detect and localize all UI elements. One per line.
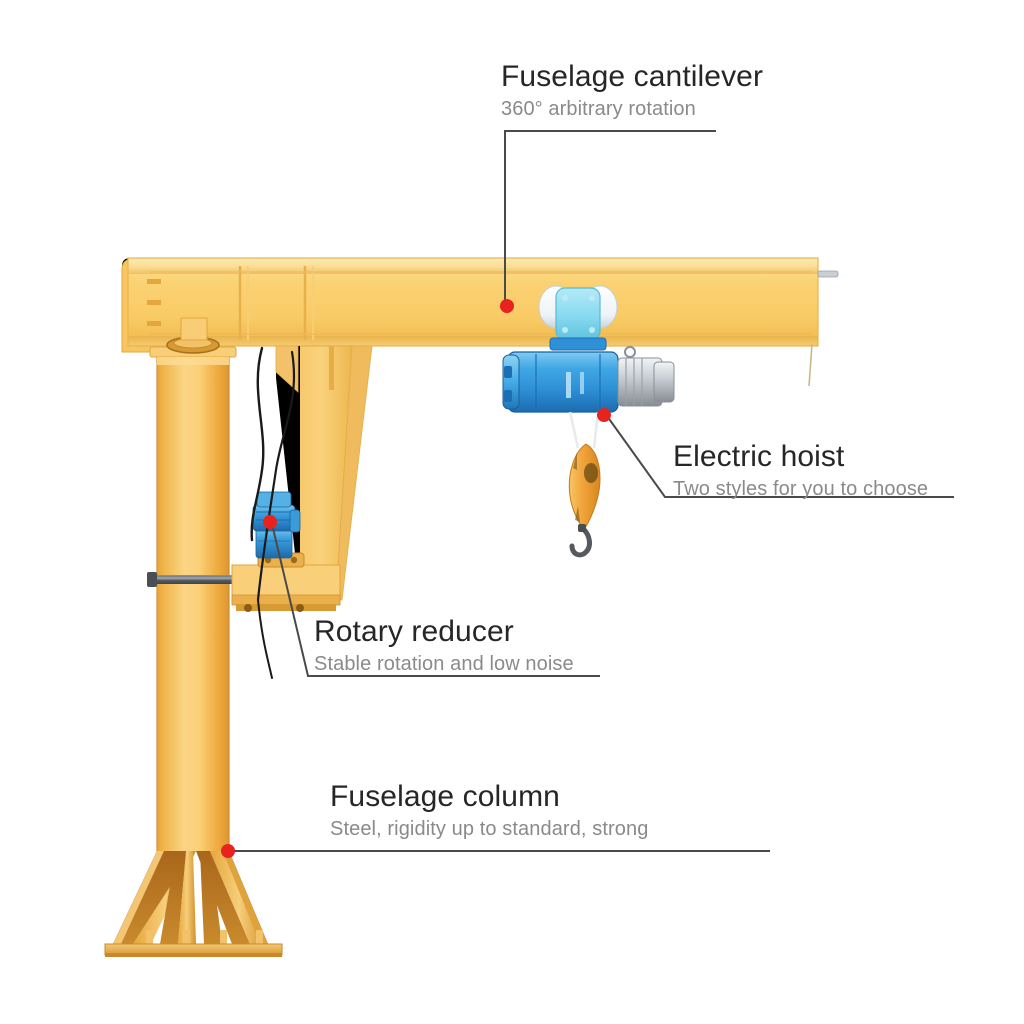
callout-title: Fuselage cantilever: [501, 60, 764, 93]
electric-hoist: [502, 285, 675, 558]
marker-cantilever: [500, 299, 514, 313]
callout-subtitle: Two styles for you to choose: [673, 477, 929, 500]
power-cable: [250, 346, 296, 679]
callout-rotary-reducer: Rotary reducer Stable rotation and low n…: [314, 615, 574, 676]
marker-reducer: [263, 515, 277, 529]
callout-subtitle: Stable rotation and low noise: [314, 652, 574, 675]
callout-title: Electric hoist: [673, 440, 845, 473]
callout-title: Fuselage column: [330, 780, 560, 813]
marker-column: [221, 844, 235, 858]
fuselage-column: [149, 317, 237, 851]
marker-hoist: [597, 408, 611, 422]
cantilever-boom: [121, 257, 839, 387]
callout-leader-lines: [231, 130, 954, 852]
callout-subtitle: Steel, rigidity up to standard, strong: [330, 817, 649, 840]
hoist-trolley: [538, 285, 618, 351]
column-base-plate: [104, 851, 283, 957]
boom-end-stop: [817, 270, 839, 278]
callout-electric-hoist: Electric hoist Two styles for you to cho…: [673, 440, 928, 501]
callout-subtitle: 360° arbitrary rotation: [501, 97, 696, 120]
boom-support-gusset: [275, 345, 373, 601]
callout-title: Rotary reducer: [314, 615, 514, 648]
hook-block: [568, 443, 601, 558]
callout-fuselage-cantilever: Fuselage cantilever 360° arbitrary rotat…: [501, 60, 763, 121]
callout-fuselage-column: Fuselage column Steel, rigidity up to st…: [330, 780, 648, 841]
callout-markers: [221, 299, 611, 858]
